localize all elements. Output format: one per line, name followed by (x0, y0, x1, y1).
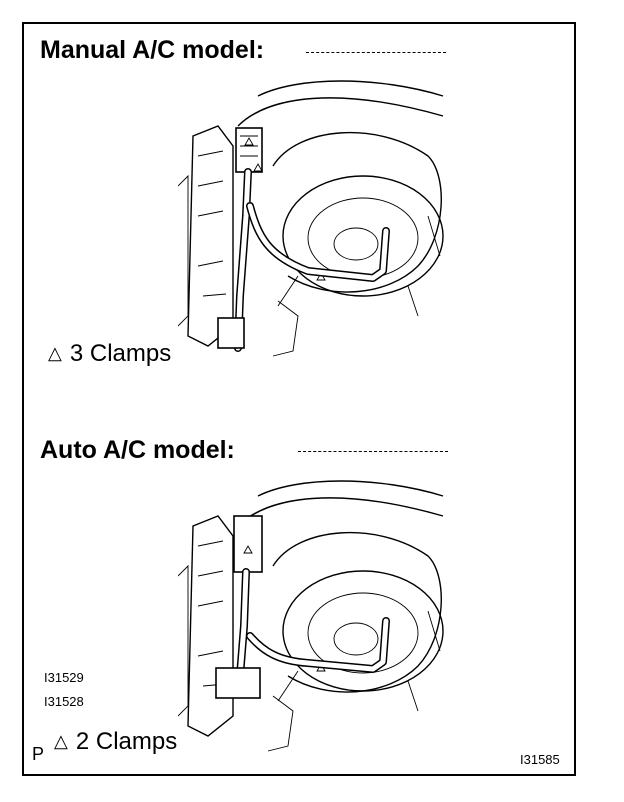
auto-clamps-text: 2 Clamps (75, 728, 178, 755)
manual-ac-drawing (178, 80, 444, 357)
auto-clamps-legend: △ 2 Clamps (54, 728, 177, 756)
illustration-code-2: I31528 (44, 694, 84, 709)
auto-ac-drawing (178, 480, 444, 752)
manual-clamps-legend: △ 3 Clamps (48, 340, 171, 368)
figure-code: I31585 (520, 752, 560, 767)
clamp-triangle-icon: △ (54, 731, 68, 751)
figure-frame (22, 22, 576, 776)
illustration-code-1: I31529 (44, 670, 84, 685)
page-mark: P (32, 744, 45, 764)
manual-heading-leader (306, 52, 446, 53)
auto-heading-leader (298, 451, 448, 452)
manual-clamps-text: 3 Clamps (69, 340, 172, 367)
clamp-triangle-icon: △ (48, 343, 62, 363)
manual-ac-heading: Manual A/C model: (40, 36, 265, 64)
auto-ac-heading: Auto A/C model: (40, 436, 235, 464)
